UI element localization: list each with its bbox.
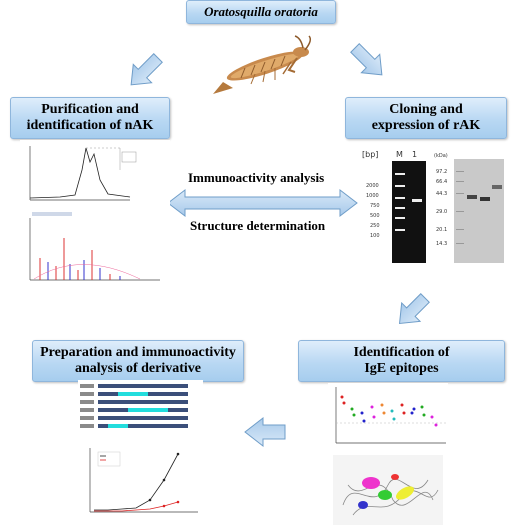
derivative-line2: analysis of derivative [75,361,201,376]
cloning-header: Cloning and expression of rAK [345,97,507,139]
cloning-line2: expression of rAK [371,118,481,133]
mantis-shrimp-image [213,35,312,94]
gel-bp-label: [bp] [362,150,378,159]
svg-text:1000: 1000 [366,193,379,199]
derivative-figure [78,380,203,525]
structure-determination-label: Structure determination [190,218,326,233]
svg-text:500: 500 [370,213,380,219]
gel-ladder-labels: 2000 1000 750 500 250 100 [366,183,380,239]
epitopes-figure [328,383,448,528]
arrow-to-cloning [350,43,383,76]
arrow-to-purification [130,53,163,86]
dna-gel-image: [bp] M 1 2000 1000 750 500 250 100 [362,150,426,263]
svg-text:66.4: 66.4 [436,179,447,185]
derivative-line1: Preparation and immunoactivity [40,344,236,360]
purification-line2: identification of nAK [26,118,154,133]
gel-kda-ticks: 97.2 66.4 44.3 29.0 20.1 14.3 [436,169,447,247]
epitopes-line1: Identification of [353,344,450,360]
inhibition-curve-plot [89,448,198,513]
epitopes-line2: IgE epitopes [364,361,439,376]
arrow-to-derivative [244,416,286,448]
svg-text:97.2: 97.2 [436,169,447,175]
svg-text:250: 250 [370,223,380,229]
svg-text:29.0: 29.0 [436,209,447,215]
svg-text:44.3: 44.3 [436,191,447,197]
species-header: Oratosquilla oratoria [186,0,336,24]
svg-text:750: 750 [370,203,380,209]
gel-lane-1: 1 [412,150,417,159]
sds-page-image: (kDa) 97.2 66.4 44.3 29.0 20.1 14.3 [434,153,504,263]
derivative-header: Preparation and immunoactivity analysis … [32,340,244,382]
species-title: Oratosquilla oratoria [204,3,318,19]
cloning-figure: [bp] M 1 2000 1000 750 500 250 100 (kDa) [362,145,507,265]
arrow-to-epitopes [398,293,430,325]
epitope-scatter-plot [335,387,446,444]
gel-lane-m: M [396,150,403,159]
gel-kda-label: (kDa) [434,153,448,159]
epitopes-header: Identification of IgE epitopes [298,340,505,382]
chromatogram-plot [29,146,160,281]
svg-text:100: 100 [370,233,380,239]
purification-figure [20,140,170,288]
protein-structure-image [333,455,443,525]
svg-text:14.3: 14.3 [436,241,447,247]
svg-text:2000: 2000 [366,183,379,189]
svg-text:20.1: 20.1 [436,227,447,233]
purification-header: Purification and identification of nAK [10,97,170,139]
sequence-alignment-image [80,384,188,428]
immunoactivity-analysis-label: Immunoactivity analysis [188,170,325,185]
double-arrow [167,188,358,218]
cloning-line1: Cloning and [389,101,463,117]
purification-line1: Purification and [41,101,139,117]
